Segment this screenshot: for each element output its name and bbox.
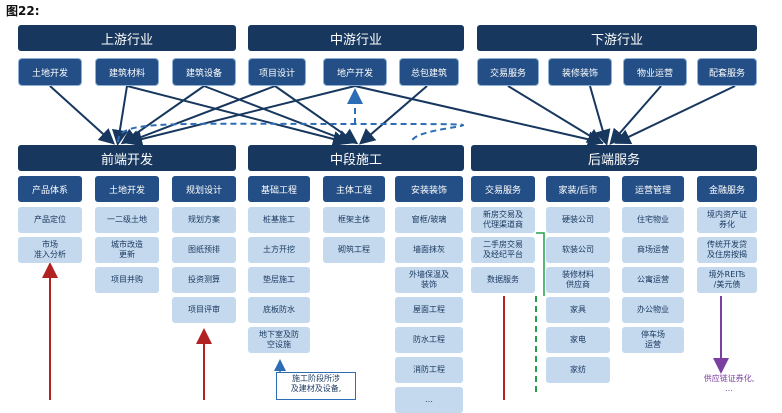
column-2-item-0: 规划方案 <box>172 207 236 233</box>
column-5-item-1: 墙面抹灰 <box>395 237 463 263</box>
column-8-item-4: 停车场运营 <box>622 327 684 353</box>
column-8-item-2: 公寓运营 <box>622 267 684 293</box>
column-6-item-2: 数据服务 <box>471 267 535 293</box>
column-header-4: 主体工程 <box>323 176 385 202</box>
column-1-item-1: 城市改造更新 <box>95 237 159 263</box>
arrow-deco-to-back <box>589 85 611 146</box>
column-7-item-4: 家电 <box>546 327 610 353</box>
arrow-design-to-mid <box>274 85 359 145</box>
column-5-item-3: 屋面工程 <box>395 297 463 323</box>
value-chain-diagram: 图22: <box>6 4 774 413</box>
arrow-equip-to-mid <box>203 85 354 146</box>
column-7-item-5: 家纺 <box>546 357 610 383</box>
column-7-item-2: 装修材料供应商 <box>546 267 610 293</box>
column-4-item-1: 砌筑工程 <box>323 237 385 263</box>
column-0-item-0: 产品定位 <box>18 207 82 233</box>
tier1-land-dev: 土地开发 <box>18 58 82 86</box>
column-header-2: 规划设计 <box>172 176 236 202</box>
column-2-item-1: 图纸预排 <box>172 237 236 263</box>
tier1-equipment: 建筑设备 <box>172 58 236 86</box>
column-2-item-2: 投资测算 <box>172 267 236 293</box>
column-4-item-0: 框架主体 <box>323 207 385 233</box>
tier1-general-contract: 总包建筑 <box>399 58 459 86</box>
arrow-contract-to-mid <box>358 85 428 145</box>
column-7-item-3: 家具 <box>546 297 610 323</box>
column-header-1: 土地开发 <box>95 176 159 202</box>
note-supply-chain: 供应链证券化,… <box>684 374 774 394</box>
column-0-item-1: 市场准入分析 <box>18 237 82 263</box>
column-header-3: 基础工程 <box>248 176 310 202</box>
column-header-7: 家装/后市 <box>546 176 610 202</box>
tier1-trade-services: 交易服务 <box>477 58 539 86</box>
column-9-item-1: 传统开发贷及住房按揭 <box>697 237 757 263</box>
column-1-item-0: 一二级土地 <box>95 207 159 233</box>
arrow-dev-to-back <box>354 85 604 148</box>
section-mid-construction: 中段施工 <box>248 145 464 171</box>
column-7-item-0: 硬装公司 <box>546 207 610 233</box>
arrow-material-to-mid <box>126 85 349 147</box>
column-6-item-1: 二手房交易及经纪平台 <box>471 237 535 263</box>
arrow-support-to-back <box>614 85 736 145</box>
connector-layer <box>42 85 736 400</box>
column-7-item-1: 软装公司 <box>546 237 610 263</box>
tier1-property-ops: 物业运营 <box>623 58 687 86</box>
column-5-item-6: … <box>395 387 463 413</box>
tier1-real-estate-dev: 地产开发 <box>323 58 387 86</box>
column-3-item-1: 土方开挖 <box>248 237 310 263</box>
section-back-end: 后端服务 <box>471 145 757 171</box>
arrow-trade-to-back <box>507 85 604 145</box>
figure-label: 图22: <box>6 4 40 18</box>
arrow-design-to-front <box>124 85 276 146</box>
column-3-item-4: 地下室及防空设施 <box>248 327 310 353</box>
band-downstream: 下游行业 <box>477 25 757 51</box>
column-header-6: 交易服务 <box>471 176 535 202</box>
column-header-8: 运营管理 <box>622 176 684 202</box>
flow-arrows <box>49 85 736 148</box>
arrow-dev-to-front <box>126 85 356 147</box>
band-upstream: 上游行业 <box>18 25 236 51</box>
column-9-item-0: 境内资产证券化 <box>697 207 757 233</box>
column-5-item-4: 防水工程 <box>395 327 463 353</box>
column-3-item-2: 垫层施工 <box>248 267 310 293</box>
column-8-item-0: 住宅物业 <box>622 207 684 233</box>
tier1-design: 项目设计 <box>248 58 306 86</box>
column-5-item-0: 窗框/玻璃 <box>395 207 463 233</box>
note-construction-text: 施工阶段所涉及建材及设备,… <box>290 374 342 400</box>
column-5-item-5: 消防工程 <box>395 357 463 383</box>
section-front-end: 前端开发 <box>18 145 236 171</box>
column-2-item-3: 项目评审 <box>172 297 236 323</box>
band-midstream: 中游行业 <box>248 25 464 51</box>
tier1-decoration: 装修装饰 <box>548 58 612 86</box>
column-3-item-0: 桩基施工 <box>248 207 310 233</box>
arrow-land-to-front <box>49 85 115 145</box>
column-6-item-0: 新房交易及代理渠道商 <box>471 207 535 233</box>
tier1-materials: 建筑材料 <box>95 58 159 86</box>
column-9-item-2: 境外REITs/美元债 <box>697 267 757 293</box>
note-supply-chain-text: 供应链证券化,… <box>703 374 755 393</box>
column-8-item-1: 商场运营 <box>622 237 684 263</box>
column-5-item-2: 外墙保温及装饰 <box>395 267 463 293</box>
column-header-5: 安装装饰 <box>395 176 463 202</box>
column-8-item-3: 办公物业 <box>622 297 684 323</box>
column-header-9: 金融服务 <box>697 176 757 202</box>
green-bracket <box>536 232 545 296</box>
arrow-material-to-front <box>112 85 128 146</box>
note-construction: 施工阶段所涉及建材及设备,… <box>276 372 356 400</box>
column-header-0: 产品体系 <box>18 176 82 202</box>
column-3-item-3: 底板防水 <box>248 297 310 323</box>
column-1-item-2: 项目并购 <box>95 267 159 293</box>
tier1-support-services: 配套服务 <box>697 58 757 86</box>
